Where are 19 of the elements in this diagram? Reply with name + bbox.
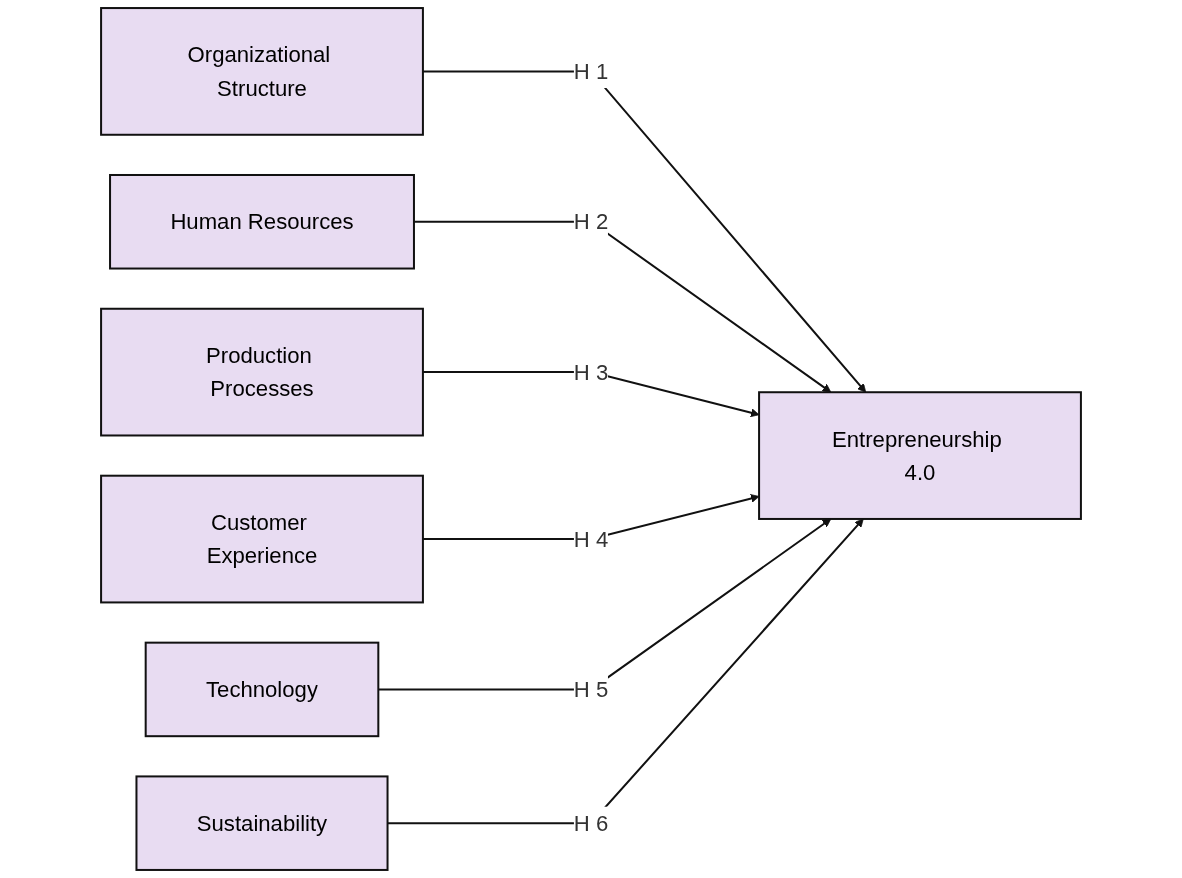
- arrow: [422, 371, 760, 418]
- edge-label: H 1: [573, 58, 609, 84]
- node-box: Sustainability: [135, 775, 389, 871]
- edge-label: H 3: [573, 359, 609, 385]
- arrow: [422, 494, 760, 541]
- node-box: Customer Experience: [100, 474, 424, 604]
- arrow: [422, 70, 867, 393]
- arrow: [378, 518, 832, 691]
- edge-label: H 6: [573, 810, 609, 836]
- arrow: [387, 518, 864, 825]
- node-box: Human Resources: [109, 174, 415, 270]
- arrow: [413, 220, 832, 393]
- edge-label: H 5: [573, 676, 609, 702]
- node-box: Entrepreneurship 4.0: [758, 391, 1082, 520]
- node-box: Organizational Structure: [100, 7, 424, 136]
- node-box: Technology: [144, 641, 380, 738]
- edge-label: H 4: [573, 526, 609, 552]
- node-box: Production Processes: [100, 307, 424, 437]
- edge-label: H 2: [573, 209, 609, 235]
